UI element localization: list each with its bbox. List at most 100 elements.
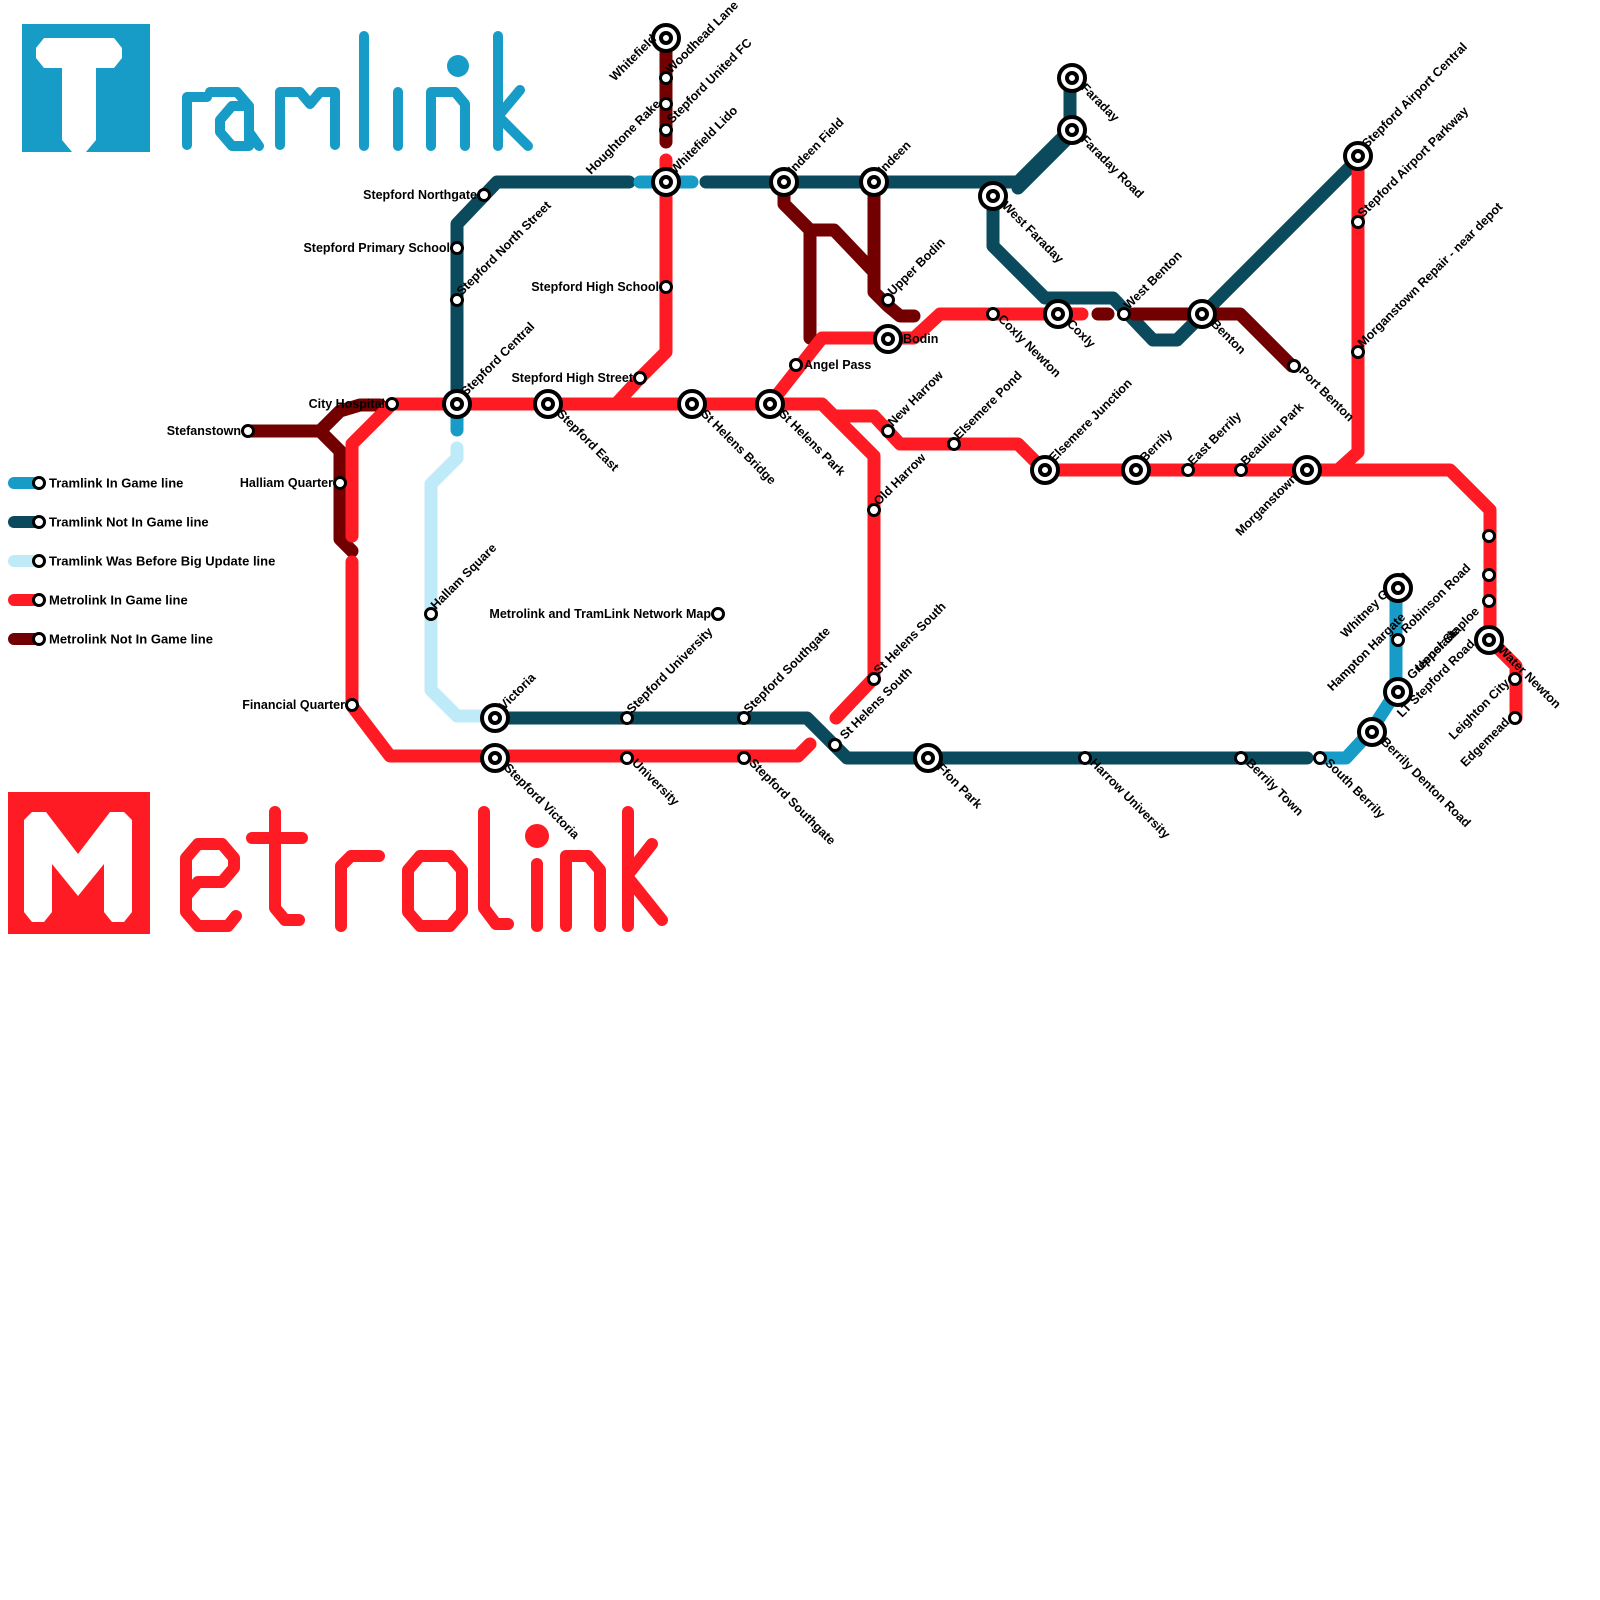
station-icon bbox=[1117, 307, 1131, 321]
station-stepford-high-school[interactable]: Stepford High School bbox=[531, 280, 673, 294]
station-label: Stepford East bbox=[554, 407, 622, 475]
metrolink-logo-t bbox=[246, 806, 308, 926]
legend-station-icon bbox=[32, 554, 46, 568]
station-icon bbox=[1078, 751, 1092, 765]
station-stepford-southgate[interactable]: Stepford Southgate bbox=[737, 624, 833, 725]
station-stepford-northgate[interactable]: Stepford Northgate bbox=[363, 188, 491, 202]
station-stepford-primary-school[interactable]: Stepford Primary School bbox=[303, 241, 464, 255]
station-icon bbox=[620, 711, 634, 725]
interchange-inner-ring bbox=[488, 711, 502, 725]
station-label: Stepford Airport Central bbox=[1359, 40, 1470, 151]
station-icon bbox=[737, 751, 751, 765]
station-label: Financial Quarter bbox=[242, 698, 345, 712]
station-label: Morganstown bbox=[1233, 471, 1300, 538]
station-icon bbox=[633, 371, 647, 385]
station-label: New Harrow bbox=[885, 368, 946, 429]
station-icon bbox=[477, 188, 491, 202]
station-icon bbox=[1482, 594, 1496, 608]
station-label: St Helens South bbox=[871, 599, 949, 677]
legend-label: Metrolink In Game line bbox=[49, 593, 188, 608]
station-metrolink-and-tramlink-network-map[interactable]: Metrolink and TramLink Network Map bbox=[489, 607, 725, 621]
legend-label: Tramlink In Game line bbox=[49, 476, 183, 491]
station-label: Whitefield bbox=[607, 32, 659, 84]
interchange-inner-ring bbox=[1351, 149, 1365, 163]
station-icon bbox=[659, 280, 673, 294]
station-stefanstown[interactable]: Stefanstown bbox=[167, 424, 255, 438]
station-label: Hallam Square bbox=[428, 541, 499, 612]
station-stepford-southgate[interactable]: Stepford Southgate bbox=[737, 751, 839, 848]
station-elsemere-pond[interactable]: Elsemere Pond bbox=[947, 368, 1025, 451]
station-icon bbox=[1351, 345, 1365, 359]
station-label: Berrily Town bbox=[1243, 756, 1306, 819]
station-icon bbox=[424, 607, 438, 621]
station-leighton-city[interactable]: Leighton City bbox=[1446, 672, 1522, 743]
interchange-inner-ring bbox=[1038, 463, 1052, 477]
station-icon bbox=[1508, 711, 1522, 725]
line-metro-benton bbox=[1091, 307, 1299, 373]
interchange-inner-ring bbox=[659, 31, 673, 45]
station-south-berrily[interactable]: South Berrily bbox=[1313, 751, 1388, 822]
station-stepford-united-fc[interactable]: Stepford United FC bbox=[659, 36, 755, 137]
station-icon bbox=[1313, 751, 1327, 765]
metrolink-logo-r bbox=[335, 850, 385, 932]
station-harrow-university[interactable]: Harrow University bbox=[1078, 751, 1173, 842]
metrolink-logo-e bbox=[180, 838, 242, 932]
station-morganstown-repair-near-depot[interactable]: Morganstown Repair - near depot bbox=[1351, 199, 1506, 359]
tramlink-logo-k bbox=[493, 31, 533, 151]
station-new-harrow[interactable]: New Harrow bbox=[881, 368, 947, 438]
station-coxly[interactable]: Coxly bbox=[1043, 299, 1098, 351]
tramlink-logo-m bbox=[275, 87, 340, 150]
interchange-inner-ring bbox=[659, 175, 673, 189]
metrolink-logo-k bbox=[622, 806, 668, 932]
tramlink-logo bbox=[22, 24, 533, 152]
station-label: Stefanstown bbox=[167, 424, 241, 438]
legend-item-metrolink-not-in-game-line: Metrolink Not In Game line bbox=[8, 632, 213, 647]
station-icon bbox=[333, 476, 347, 490]
station-label: University bbox=[629, 756, 682, 809]
legend-station-icon bbox=[32, 632, 46, 646]
station-label: Elsemere Junction bbox=[1046, 376, 1134, 464]
interchange-inner-ring bbox=[1482, 633, 1496, 647]
station-halliam-quarter[interactable]: Halliam Quarter bbox=[240, 476, 347, 490]
metrolink-logo-o bbox=[402, 850, 468, 932]
station-stepford-high-street[interactable]: Stepford High Street bbox=[511, 371, 647, 385]
tramlink-logo-r bbox=[182, 92, 212, 150]
line-metro-indeen bbox=[777, 175, 921, 345]
interchange-inner-ring bbox=[986, 189, 1000, 203]
station-label: Berrily Denton Road bbox=[1378, 735, 1473, 830]
station-icon bbox=[1234, 463, 1248, 477]
station-icon bbox=[789, 358, 803, 372]
station-icon bbox=[1181, 463, 1195, 477]
interchange-inner-ring bbox=[1300, 463, 1314, 477]
station-stepford-university[interactable]: Stepford University bbox=[620, 625, 716, 725]
interchange-inner-ring bbox=[881, 332, 895, 346]
station-label: Metrolink and TramLink Network Map bbox=[489, 607, 711, 621]
station-stepford-airport-parkway[interactable]: Stepford Airport Parkway bbox=[1351, 104, 1472, 229]
station-label: Faraday bbox=[1078, 81, 1122, 125]
station-angel-pass[interactable]: Angel Pass bbox=[789, 358, 872, 372]
station-label: Faraday Road bbox=[1078, 133, 1146, 201]
station-stepford-airport-central[interactable]: Stepford Airport Central bbox=[1343, 40, 1470, 171]
station-icon bbox=[1482, 529, 1496, 543]
metrolink-logo-l bbox=[478, 806, 514, 930]
station-city-hospital[interactable]: City Hospital bbox=[309, 397, 399, 411]
station-faraday-road[interactable]: Faraday Road bbox=[1057, 115, 1146, 201]
station-upper-bodin[interactable]: Upper Bodin bbox=[881, 235, 948, 307]
station-houghtone-rake[interactable]: Houghtone Rake bbox=[583, 97, 673, 177]
station-icon bbox=[345, 698, 359, 712]
station-financial-quarter[interactable]: Financial Quarter bbox=[242, 698, 359, 712]
legend-label: Metrolink Not In Game line bbox=[49, 632, 213, 647]
station-icon bbox=[947, 437, 961, 451]
line-tram-before-update bbox=[424, 441, 502, 723]
interchange-inner-ring bbox=[1365, 725, 1379, 739]
station-icon bbox=[737, 711, 751, 725]
station-label: Stepford Northgate bbox=[363, 188, 477, 202]
tramlink-logo-n bbox=[426, 87, 470, 151]
line-metro-whitefield-spur bbox=[609, 153, 673, 411]
station-label: Coxly bbox=[1064, 317, 1098, 351]
station-icon bbox=[711, 607, 725, 621]
station-bodin[interactable]: Bodin bbox=[873, 324, 938, 354]
station-label: Water Newton bbox=[1495, 643, 1564, 712]
station-label: Harrow University bbox=[1087, 756, 1173, 842]
